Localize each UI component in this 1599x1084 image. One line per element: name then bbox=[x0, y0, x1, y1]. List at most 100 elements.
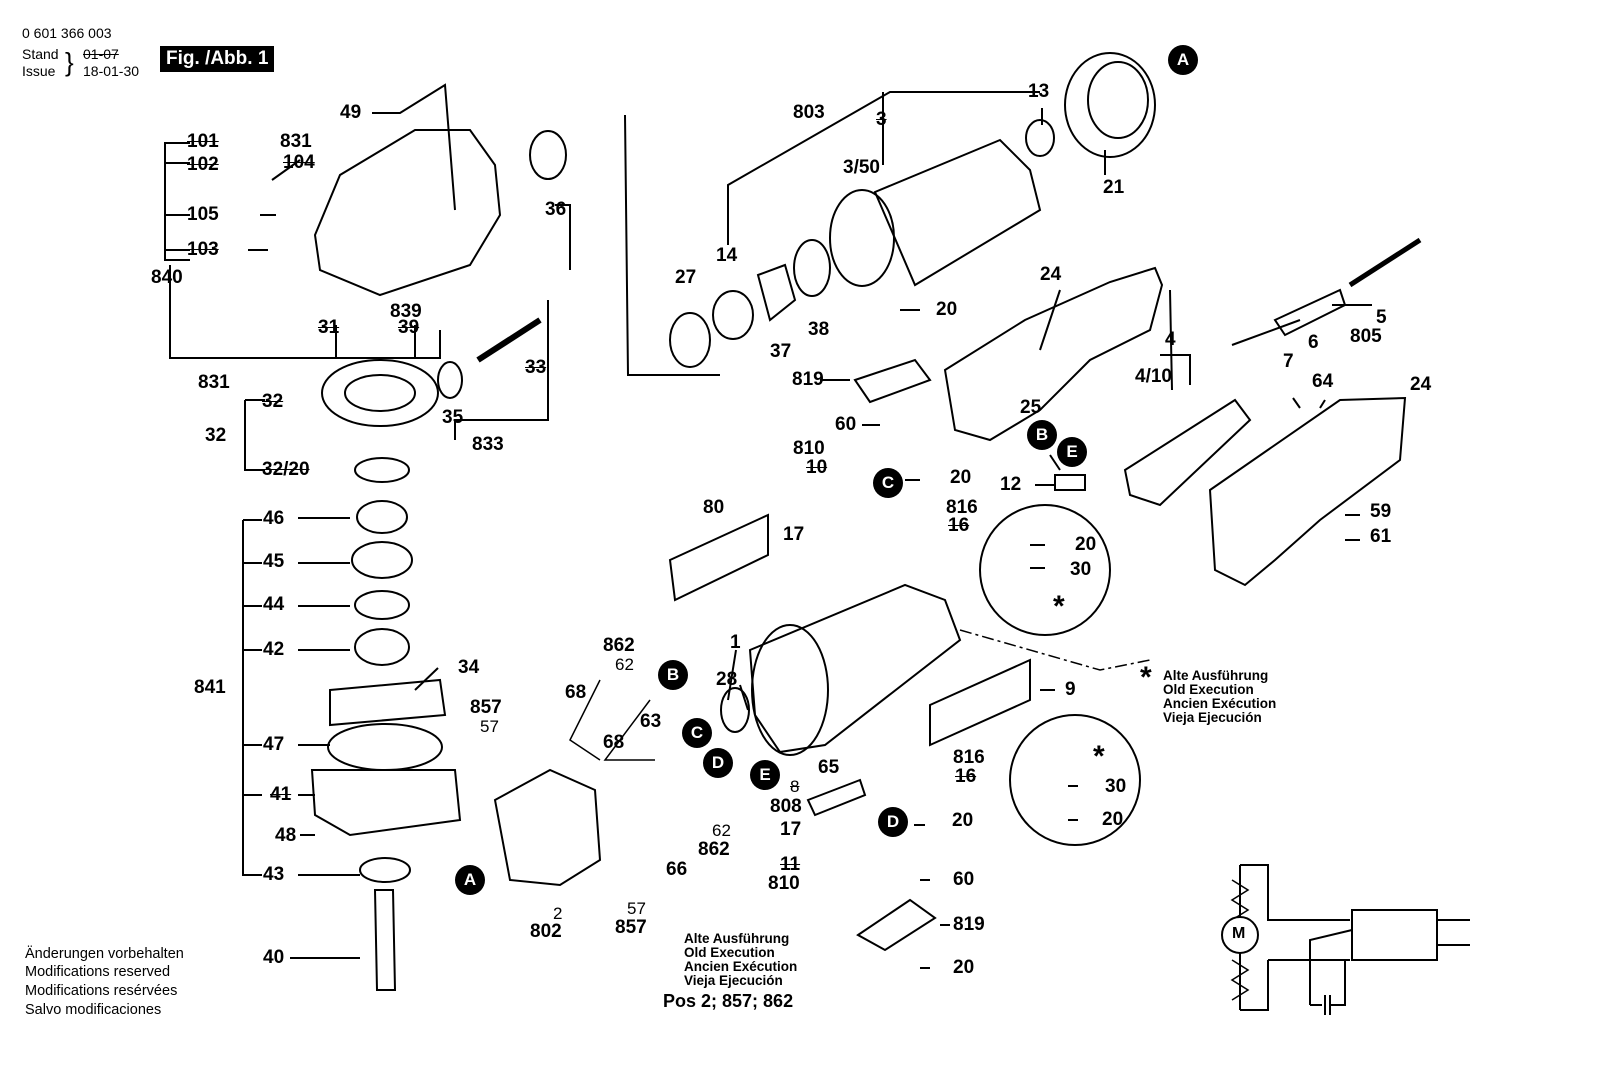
part-label: 31 bbox=[318, 317, 340, 338]
marker-a: A bbox=[1168, 45, 1198, 75]
part-label: 10 bbox=[806, 457, 828, 478]
part-label: 65 bbox=[818, 757, 840, 778]
part-label: 32/20 bbox=[262, 459, 310, 480]
part-label: 57 bbox=[627, 899, 646, 918]
part-label: 68 bbox=[565, 682, 587, 703]
part-label: 37 bbox=[770, 341, 792, 362]
stand-value: 01-07 bbox=[83, 46, 119, 62]
part-label: 24 bbox=[1040, 264, 1062, 285]
part-label: 12 bbox=[1000, 474, 1022, 495]
part-label: 4 bbox=[1165, 329, 1176, 350]
bottom-note-line: Vieja Ejecución bbox=[684, 973, 783, 988]
part-label: 44 bbox=[263, 594, 285, 615]
part-label: 57 bbox=[480, 717, 499, 736]
issue-label: Issue bbox=[22, 63, 56, 79]
part-label: 40 bbox=[263, 947, 285, 968]
marker-b: B bbox=[1027, 420, 1057, 450]
part-label: 803 bbox=[793, 102, 825, 123]
marker-c: C bbox=[873, 468, 903, 498]
part-label: 4/10 bbox=[1135, 366, 1172, 387]
part-label: 14 bbox=[716, 245, 738, 266]
part-label: 20 bbox=[950, 467, 972, 488]
part-label: 24 bbox=[1410, 374, 1432, 395]
part-label: 7 bbox=[1283, 351, 1294, 372]
bearing-flange bbox=[310, 769, 462, 837]
bottom-note-line: Ancien Exécution bbox=[684, 959, 798, 974]
motor-label: M bbox=[1232, 925, 1246, 942]
part-label: 816 bbox=[946, 497, 978, 518]
armature-body bbox=[873, 138, 1042, 287]
bottom-note-line: Alte Ausführung bbox=[684, 931, 790, 946]
part-label: 46 bbox=[263, 508, 285, 529]
marker-d: D bbox=[703, 748, 733, 778]
old-execution-line: Ancien Exécution bbox=[1163, 696, 1277, 711]
part-label: 30 bbox=[1105, 776, 1127, 797]
bracket-803 bbox=[727, 91, 1040, 245]
part-label: 3/50 bbox=[843, 157, 880, 178]
part-label: 59 bbox=[1370, 501, 1392, 522]
armature-fan bbox=[829, 189, 895, 287]
part-label: 39 bbox=[398, 317, 420, 338]
part-label: 61 bbox=[1370, 526, 1392, 547]
part-label: 17 bbox=[783, 524, 805, 545]
part-label: 101 bbox=[187, 131, 219, 152]
part-label: 17 bbox=[780, 819, 802, 840]
part-label: 16 bbox=[955, 766, 977, 787]
part-label: 103 bbox=[187, 239, 219, 260]
part-label: 808 bbox=[770, 796, 802, 817]
part-label: 45 bbox=[263, 551, 285, 572]
part-label: 20 bbox=[1075, 534, 1097, 555]
marker-b: B bbox=[658, 660, 688, 690]
marker-a: A bbox=[455, 865, 485, 895]
part-label: 34 bbox=[458, 657, 480, 678]
part-label: 862 bbox=[698, 839, 730, 860]
inset-circle-bottom bbox=[1009, 714, 1141, 846]
part-label: 62 bbox=[712, 821, 731, 840]
modifications-line: Modifications reserved bbox=[25, 964, 171, 980]
part-label: 49 bbox=[340, 102, 362, 123]
part-label: 810 bbox=[793, 438, 825, 459]
motor-housing bbox=[748, 583, 962, 754]
part-label: 841 bbox=[194, 677, 226, 698]
old-execution-line: Old Execution bbox=[1163, 682, 1254, 697]
part-label: 64 bbox=[1312, 371, 1334, 392]
part-label: 60 bbox=[953, 869, 975, 890]
part-label: 805 bbox=[1350, 326, 1382, 347]
note-asterisk: * bbox=[1140, 661, 1152, 694]
header-brace: } bbox=[65, 47, 74, 77]
part-label: 27 bbox=[675, 267, 697, 288]
part-label: 3 bbox=[876, 109, 887, 130]
part-label: 62 bbox=[615, 655, 634, 674]
part-label: 33 bbox=[525, 357, 547, 378]
marker-c: C bbox=[682, 718, 712, 748]
marker-d: D bbox=[878, 807, 908, 837]
part-label: 16 bbox=[948, 515, 970, 536]
modifications-line: Modifications resérvées bbox=[25, 983, 178, 999]
part-label: 831 bbox=[280, 131, 312, 152]
part-label: 43 bbox=[263, 864, 285, 885]
part-label: 68 bbox=[603, 732, 625, 753]
part-label: 5 bbox=[1376, 307, 1387, 328]
part-label: 8 bbox=[790, 777, 800, 796]
asterisk-mark: * bbox=[1053, 590, 1065, 623]
modifications-line: Änderungen vorbehalten bbox=[25, 946, 184, 962]
part-label: 38 bbox=[808, 319, 830, 340]
part-label: 833 bbox=[472, 434, 504, 455]
part-label: 802 bbox=[530, 921, 562, 942]
figure-label: Fig. /Abb. 1 bbox=[160, 46, 275, 72]
spindle bbox=[373, 889, 397, 991]
issue-value: 18-01-30 bbox=[83, 63, 140, 79]
bracket-833 bbox=[454, 300, 549, 440]
part-label: 839 bbox=[390, 301, 422, 322]
old-execution-line: Vieja Ejecución bbox=[1163, 710, 1262, 725]
part-label: 1 bbox=[730, 632, 741, 653]
part-label: 9 bbox=[1065, 679, 1076, 700]
part-label: 105 bbox=[187, 204, 219, 225]
gear-housing bbox=[313, 129, 502, 297]
part-label: 840 bbox=[151, 267, 183, 288]
part-label: 20 bbox=[953, 957, 975, 978]
part-label: 47 bbox=[263, 734, 285, 755]
part-label: 42 bbox=[263, 639, 285, 660]
part-label: 66 bbox=[666, 859, 688, 880]
